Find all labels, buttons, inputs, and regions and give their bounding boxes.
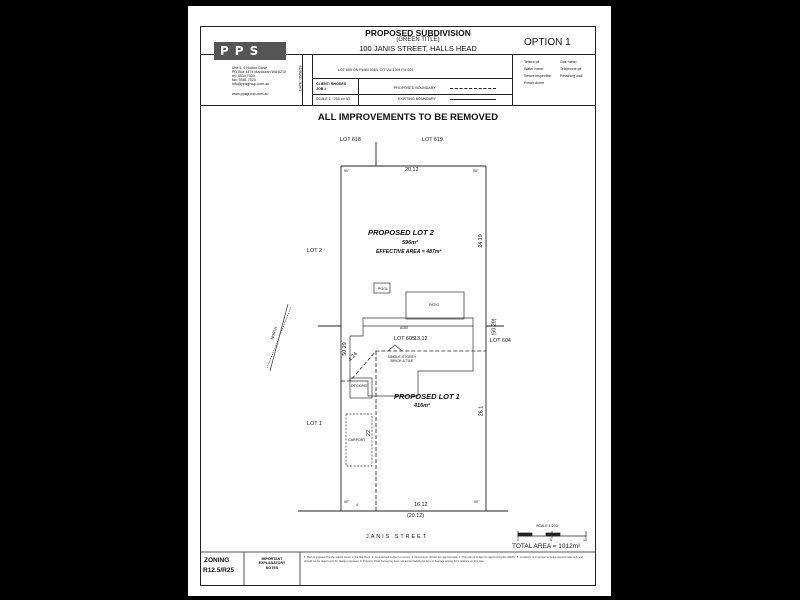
roof-symbol [387,344,403,352]
scale-tick-0: 0 [517,538,519,542]
patio-label: PATIO [429,303,440,307]
decking-label: DECKING [351,384,368,388]
scale-info: SCALE 1 : 200 on A3 [316,97,350,101]
angle-bottom-right: 90° [474,500,480,504]
top-dimension: 20.12 [405,167,419,173]
pool-outline [373,282,391,294]
right-dimension-upper: 24.19 [477,234,484,248]
lot-618-label: LOT 618 [340,137,361,143]
legend-item-4: Power dome [524,81,545,85]
inner-dimension: 13.12 [414,336,428,342]
date-divider [302,54,303,106]
decking-outline [349,377,373,399]
zoning-label: ZONING [204,557,230,564]
legend-item-5: Gas meter [560,60,577,64]
carport-label: CARPORT [348,438,366,442]
house-number: #100 [400,326,408,330]
lot-1-area: 416m² [414,403,430,409]
date-divider-2 [312,54,313,106]
existing-boundary-label: EXISTING BOUNDARY [398,97,437,101]
bottom-dimension-total: (20.12) [407,513,425,519]
lot-2-effective-area: EFFECTIVE AREA = 487m² [376,249,442,255]
patio-outline [405,291,465,320]
existing-boundary-symbol [450,99,496,100]
lot-619-label: LOT 619 [422,137,443,143]
plan-subtitle: (GREEN TITLE) [396,37,440,43]
job-label: JOB # [316,87,327,91]
proposed-boundary-symbol [450,88,496,89]
notes-label: IMPORTANT EXPLANATORY NOTES [258,557,286,570]
angle-bottom-left: 90° [344,500,350,504]
company-line-3: tel: 9534 7000 [232,74,255,78]
proposed-boundary-label: PROPOSED BOUNDARY [394,86,436,90]
total-area: TOTAL AREA = 1012m² [512,543,581,550]
angle-top-left: 90° [344,169,350,173]
angle-top-right: 90° [473,169,479,173]
info-divider [312,78,512,79]
lot-605-label: LOT 605 [394,336,415,342]
legend-item-7: Retaining wall [560,74,583,78]
bottom-dimension: 16.12 [414,502,428,508]
scale-tick-10: 10 [583,538,587,542]
company-line-5: info@ppsgroup.com.au [232,82,270,86]
info-divider-3 [358,78,359,106]
company-logo: PPS [214,42,286,60]
company-line-2: PO Box 4474 Mandurah WA 6210 [232,70,287,74]
right-dimension-lower: 26.1 [478,405,485,417]
lot-1-neighbour-label: LOT 1 [307,421,322,427]
title-divider [200,54,596,55]
plan-title: PROPOSED SUBDIVISION [365,28,471,38]
street-label: JANIS STREET [366,534,429,540]
right-dimension-total: (50.29) [491,318,498,336]
legend-item-3: Sewer inspection [524,74,552,78]
pool-label: POOL [378,287,388,291]
legend-item-1: Telstra pit [524,60,540,64]
house-description: SINGLE STOREY BRICK & TILE [387,355,417,364]
lot-604-label: LOT 604 [490,338,511,344]
info-divider-2 [312,94,512,95]
proposed-lot-1-label: PROPOSED LOT 1 [394,392,460,401]
proposed-boundary-line [341,350,486,382]
scale-bar-label: SCALE 1:200 [536,524,558,528]
lot-2-neighbour-label: LOT 2 [307,248,322,254]
company-line-4: fax: 9581 7020 [232,78,256,82]
client-label: CLIENT: RHODES [316,82,347,86]
site-plan-drawing [200,142,596,586]
logo-text: PPS [220,44,265,58]
removal-notice: ALL IMPROVEMENTS TO BE REMOVED [317,112,499,123]
north-arrow [266,303,292,372]
lot-2-area: 596m² [402,240,418,246]
plan-address: 100 JANIS STREET, HALLS HEAD [359,44,477,53]
lot-plan-line: LOT 605 ON PLAN 9063, C/T Vol 1394 Fol 6… [338,68,414,72]
scale-bar-graphic [517,531,587,538]
scale-tick-5: 5 [550,538,552,542]
legend-item-6: Telephone pit [560,67,582,71]
company-website: www.ppsgroup.com.au [232,92,269,96]
option-label: OPTION 1 [524,37,571,48]
legend-divider [512,54,513,106]
title-block [200,26,596,106]
carport-outline [345,413,373,467]
drawing-sheet: PROPOSED SUBDIVISION (GREEN TITLE) 100 J… [188,6,611,596]
legend-item-2: Water meter [524,67,544,71]
proposed-lot-2-label: PROPOSED LOT 2 [368,228,434,237]
house-outline [349,317,474,397]
left-dimension-total: 50.29 [341,342,348,356]
explanatory-notes: 1. Plan is prepared for the stated owner… [304,556,583,563]
mid-left-dimension: 22 [366,430,372,436]
corner-small-dim: 4 [356,503,358,507]
company-line-1: Unit 5, 9 Hutton Close [232,66,268,70]
zoning-value: R12.5/R25 [203,567,235,574]
